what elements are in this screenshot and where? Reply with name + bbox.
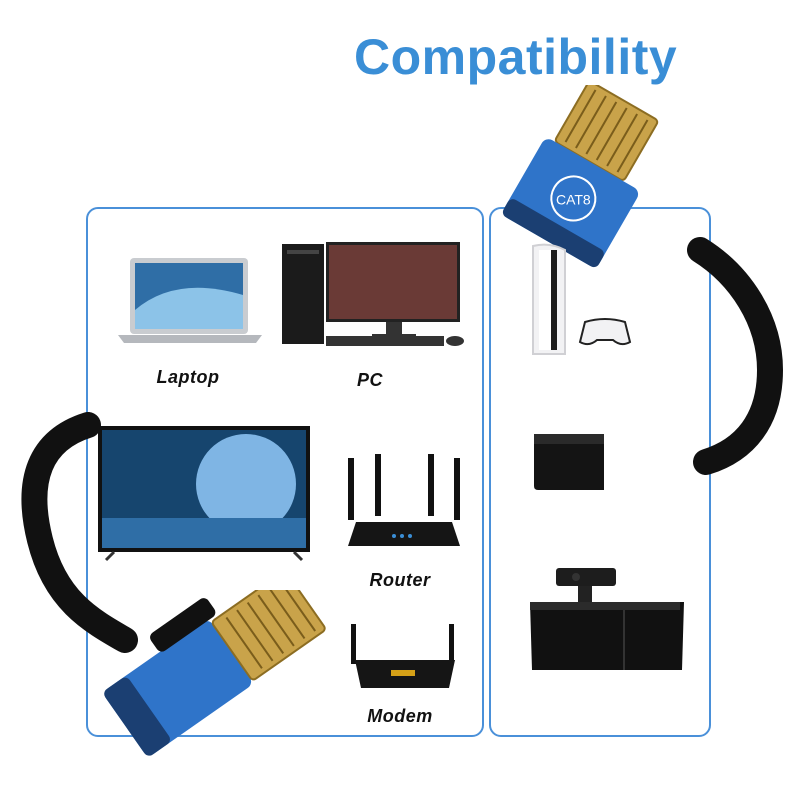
desktop-pc-icon xyxy=(282,242,464,346)
ethernet-connector-icon xyxy=(104,590,326,756)
connector-label: CAT8 xyxy=(556,191,591,207)
game-console-icon xyxy=(532,243,632,355)
device-label-laptop: Laptop xyxy=(156,367,220,387)
tv-icon xyxy=(98,426,310,562)
page-title: Compatibility xyxy=(354,29,678,85)
modem-icon xyxy=(351,624,455,688)
xbox-console-icon xyxy=(530,568,684,670)
router-icon xyxy=(348,454,460,546)
handheld-console-icon xyxy=(534,434,604,490)
ethernet-connector-icon: CAT8 xyxy=(502,85,659,268)
device-label-pc: PC xyxy=(356,370,383,390)
laptop-icon xyxy=(118,258,262,343)
device-label-modem: Modem xyxy=(367,706,433,726)
device-label-router: Router xyxy=(369,570,431,590)
